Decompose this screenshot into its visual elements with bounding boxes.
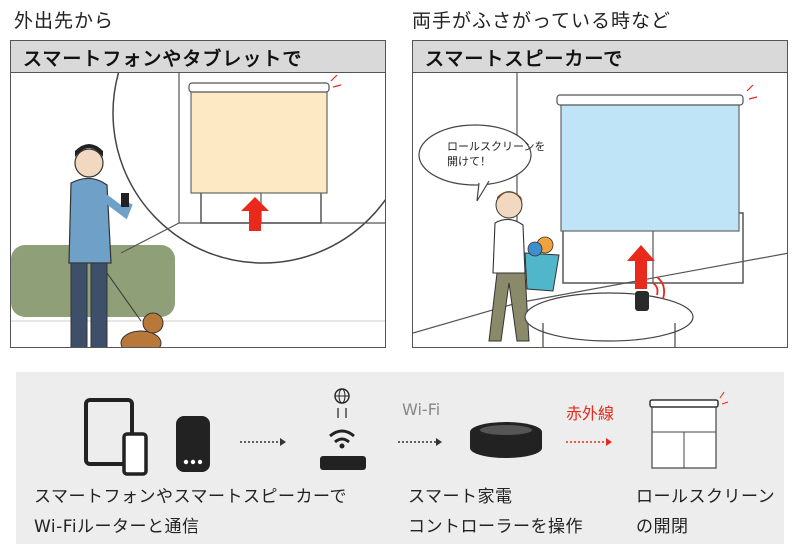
roller-screen-icon [649,391,729,469]
round-table [524,292,694,342]
smart-speaker-panel-header: スマートスピーカーで [413,41,787,73]
smartphone-panel: スマートフォンやタブレットで [10,40,386,348]
wifi-label: Wi-Fi [402,400,441,419]
up-arrow-icon [627,245,655,289]
router-icon [320,388,366,470]
arrow-icon [280,438,286,446]
up-arrow-icon [241,197,269,231]
roller-shade-right [560,100,740,232]
infrared-label: 赤外線 [566,404,615,423]
smart-remote-hub-icon [470,422,542,458]
smartphone-icon [122,432,148,476]
step-description-screen: ロールスクリーン の開閉 [636,487,776,537]
smart-speaker-icon [176,416,210,472]
smartphone-panel-header: スマートフォンやタブレットで [11,41,385,73]
step-description-devices: スマートフォンやスマートスピーカーで Wi-Fiルーターと通信 [34,487,347,537]
smart-speaker-scene [413,73,787,347]
signal-icon [652,276,666,300]
speech-bubble [418,124,532,186]
woman-with-basket [488,191,560,342]
flow-diagram [84,388,729,476]
smart-speaker-icon [635,291,649,311]
dog [106,272,164,347]
smartphone-scene [11,73,385,347]
system-flow: Wi-Fi 赤外線 スマートフォンやスマートスピーカーで Wi-Fiルーターと通… [16,372,784,544]
step-description-hub: スマート家電 コントローラーを操作 [408,487,583,537]
left-caption: 外出先から [14,10,115,32]
tablet-icon [84,398,134,466]
arrow-icon [436,438,442,446]
smart-speaker-panel: スマートスピーカーで [412,40,788,348]
arrow-icon [606,438,612,446]
right-caption: 両手がふさがっている時など [412,10,672,32]
roller-shade-left [190,88,328,194]
zoom-circle [112,73,385,264]
speech-bubble-text: ロールスクリーンを 開けて！ [447,140,546,168]
person-with-phone [68,144,133,347]
